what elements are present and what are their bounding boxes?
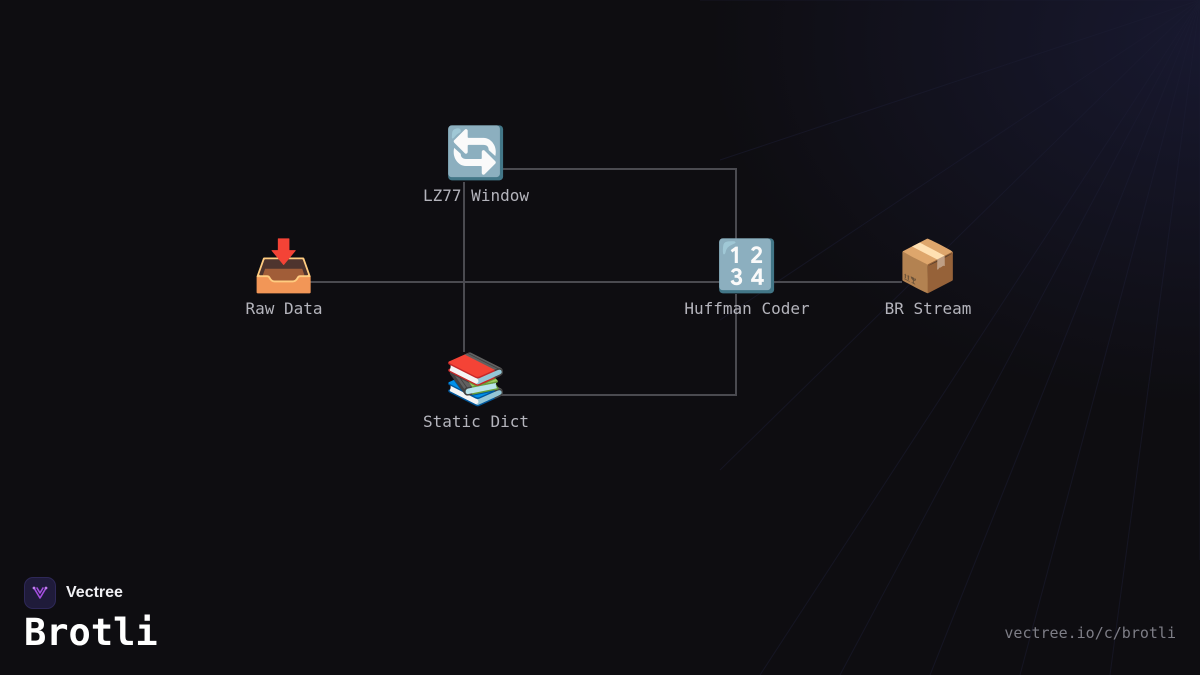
package-icon: 📦 [896, 237, 960, 295]
node-raw-data[interactable]: 📥 Raw Data [194, 236, 374, 319]
numbers-icon: 🔢 [715, 237, 779, 295]
node-label: LZ77 Window [423, 186, 529, 205]
inbox-tray-icon: 📥 [252, 237, 316, 295]
brand[interactable]: Vectree [24, 577, 123, 609]
edge-dict-to-huffman [500, 294, 737, 396]
page-url[interactable]: vectree.io/c/brotli [1004, 624, 1176, 642]
brand-name: Vectree [66, 584, 123, 601]
node-lz77-window[interactable]: 🔄 LZ77 Window [386, 123, 566, 206]
node-huffman-coder[interactable]: 🔢 Huffman Coder [657, 236, 837, 319]
node-br-stream[interactable]: 📦 BR Stream [838, 236, 1018, 319]
edge-lz77-to-huffman [500, 168, 737, 240]
vectree-logo-icon [24, 577, 56, 609]
page-title: Brotli [24, 611, 158, 654]
arrows-cycle-icon: 🔄 [444, 124, 508, 182]
node-label: Raw Data [245, 299, 323, 318]
node-label: Static Dict [423, 412, 529, 431]
node-static-dict[interactable]: 📚 Static Dict [386, 349, 566, 432]
books-icon: 📚 [444, 350, 508, 408]
node-label: Huffman Coder [684, 299, 810, 318]
node-label: BR Stream [884, 299, 972, 318]
